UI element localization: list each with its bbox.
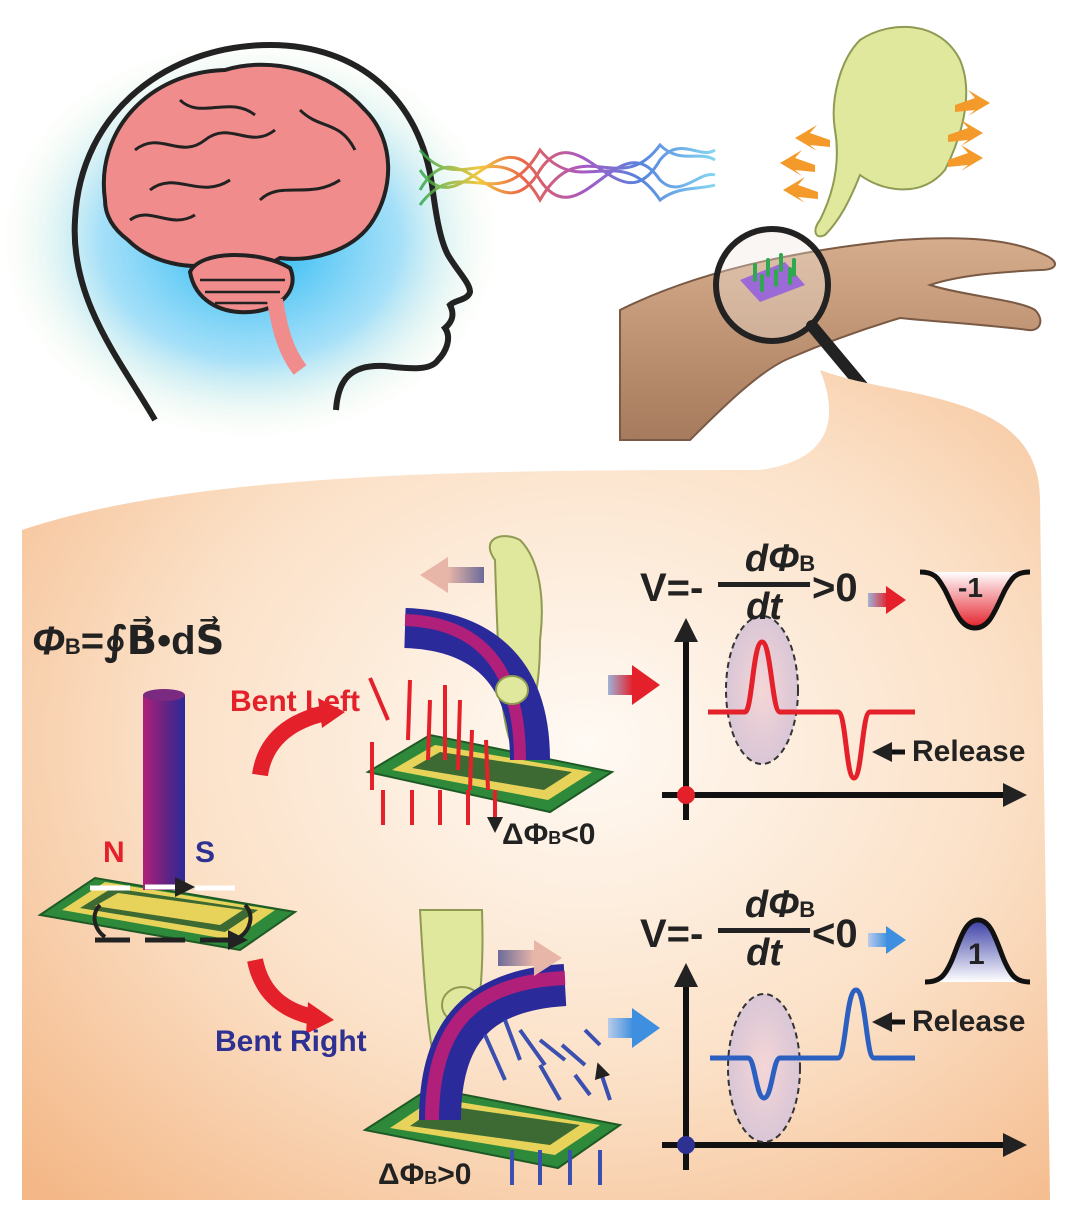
arrow-left-3 [783,177,818,203]
eq-left-numerator: dΦB [730,538,830,581]
eq-right-denominator: dt [746,932,782,974]
bent-right-motion-arrowhead [534,940,562,976]
bottom-graph-signal [710,987,915,1101]
bent-left-motion-arrowhead [420,557,448,593]
finger-hand [814,25,968,238]
flux-change-left: ΔΦB<0 [502,818,595,852]
pulse-negative [919,569,1031,631]
eq-left-num-sub: B [799,551,816,576]
bend-left-curve-arrowhead [318,698,345,728]
top-graph-signal [708,639,915,781]
graph-bent-left [662,615,1027,820]
top-graph-origin [677,786,695,804]
to-graph-arrowhead-bottom [632,1008,660,1048]
brain-folds [129,98,357,222]
pulse-negative-value: -1 [958,572,983,603]
cerebellum [187,252,295,315]
flux-integral: =∮B⃗•dS⃗ [80,619,225,663]
bottom-graph-origin [677,1136,695,1154]
head-outline [71,41,474,422]
to-graph-arrowhead-top [632,665,660,705]
to-pulse-arrow-bottom [868,933,888,947]
pulse-positive [924,917,1031,985]
flux-change-right-rel: >0 [437,1158,472,1191]
eq-left-sign: >0 [812,566,858,610]
magnet-top [143,689,185,701]
bent-left-motion-arrow [448,567,484,583]
coil-arrows-side [92,903,253,939]
pulse-positive-value: 1 [968,938,985,971]
bent-right-field-lines [483,1019,612,1185]
bent-left-knuckle [495,675,529,705]
magnet-assembly [37,689,298,950]
bent-left-device [365,535,615,825]
eq-right-num-sub: B [799,897,816,922]
eq-right-sign: <0 [812,912,858,956]
arrow-left-1 [795,125,830,151]
bent-right-device [362,909,623,1185]
to-graph-arrow-top [608,675,633,695]
eq-left-fraction-bar [718,582,810,587]
bottom-graph-highlight [727,993,801,1143]
eq-right-num-text: dΦ [744,884,800,926]
to-graph-arrow-bottom [608,1018,633,1038]
bent-left-coil-gap [412,752,572,790]
eq-left-denominator: dt [746,586,782,628]
graph-bent-right [662,963,1027,1170]
bent-left-magnet-stripe [404,614,526,761]
motion-arrows-top [780,90,990,203]
eq-left-prefix: V=- [640,566,704,610]
to-pulse-arrowhead-top [886,586,906,614]
signal-wave [418,142,716,206]
eq-right-fraction-bar [718,928,810,933]
pulse-negative-fill [920,572,1030,628]
flux-change-left-sub: B [548,828,562,848]
coil-track-inner [95,893,243,925]
bent-left-label: Bent Left [230,685,360,718]
top-release-label: Release [912,735,1026,768]
flux-change-left-symbol: ΔΦ [502,818,549,851]
north-pole-label: N [103,836,125,869]
flux-change-left-rel: <0 [561,818,596,851]
arrow-right-3 [948,145,983,171]
to-pulse-arrowhead-bottom [886,926,906,954]
magnet-rod [143,695,185,890]
top-graph-highlight [725,615,799,765]
sensor-pillars [753,253,796,292]
head-illustration [0,40,500,440]
arrow-right-2 [948,120,983,146]
flux-definition: ΦB=∮B⃗•dS⃗ [32,618,224,664]
arrow-right-1 [955,90,990,116]
bend-right-curve-arrowhead [306,1002,334,1034]
cerebellum-lines [200,278,285,305]
bent-right-magnet [419,964,567,1121]
bent-right-motion-arrow [498,950,534,966]
to-pulse-arrow-top [868,593,888,607]
bent-left-field-lines [368,677,495,825]
flux-change-right-sub: B [424,1168,438,1188]
bent-right-magnet-stripe [425,971,566,1121]
coil-arrows-white [90,887,235,888]
south-pole-label: S [195,836,216,869]
bend-left-curve-arrow [252,704,332,777]
flux-subscript: B [64,634,81,659]
eq-right-numerator: dΦB [730,884,830,927]
brain [101,62,391,269]
flux-change-right: ΔΦB>0 [378,1158,471,1192]
arrow-left-2 [780,150,815,176]
bottom-release-label: Release [912,1005,1026,1038]
flux-symbol: Φ [32,619,65,663]
wrist-illustration [619,25,1056,441]
eq-left-num-text: dΦ [744,538,800,580]
flux-change-right-symbol: ΔΦ [378,1158,425,1191]
brain-stem [267,298,307,375]
eq-right-prefix: V=- [640,912,704,956]
bent-right-label: Bent Right [215,1025,367,1058]
